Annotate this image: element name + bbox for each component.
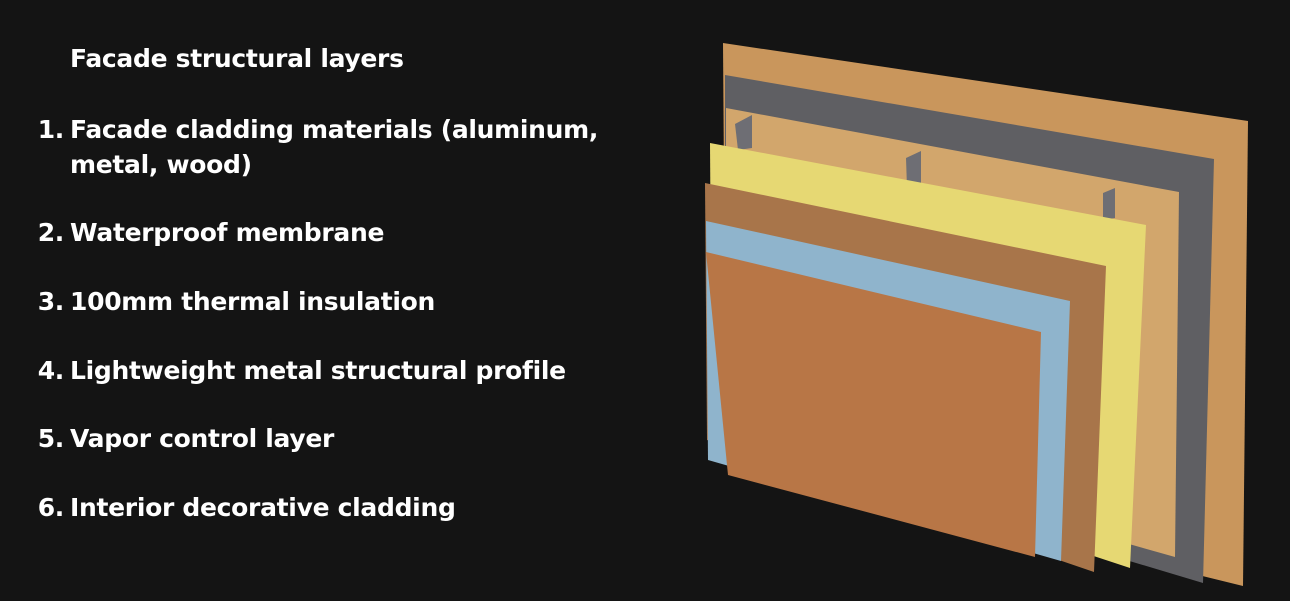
item-label: Vapor control layer <box>70 424 335 453</box>
list-item: 3.100mm thermal insulation <box>38 284 670 319</box>
item-number: 4. <box>37 356 65 385</box>
item-number: 2. <box>37 218 65 247</box>
slide-title: Facade structural layers <box>70 44 404 73</box>
list-item: 5.Vapor control layer <box>38 421 670 456</box>
layer-interior-cladding <box>706 252 1041 557</box>
item-label: 100mm thermal insulation <box>70 287 435 316</box>
metal-profile <box>1103 188 1115 220</box>
item-label: Lightweight metal structural profile <box>70 356 566 385</box>
metal-profile <box>735 115 752 150</box>
item-number: 6. <box>37 493 65 522</box>
item-number: 1. <box>37 115 65 144</box>
item-label: Interior decorative cladding <box>70 493 456 522</box>
item-number: 3. <box>37 287 65 316</box>
metal-profile <box>906 151 921 188</box>
list-item: 2.Waterproof membrane <box>38 215 670 250</box>
item-number: 5. <box>37 424 65 453</box>
item-label: Waterproof membrane <box>70 218 385 247</box>
list-item: 6.Interior decorative cladding <box>38 490 670 525</box>
list-item: 4.Lightweight metal structural profile <box>38 353 670 388</box>
item-label: Facade cladding materials (aluminum, met… <box>70 115 599 179</box>
list-item: 1.Facade cladding materials (aluminum, m… <box>38 112 670 182</box>
